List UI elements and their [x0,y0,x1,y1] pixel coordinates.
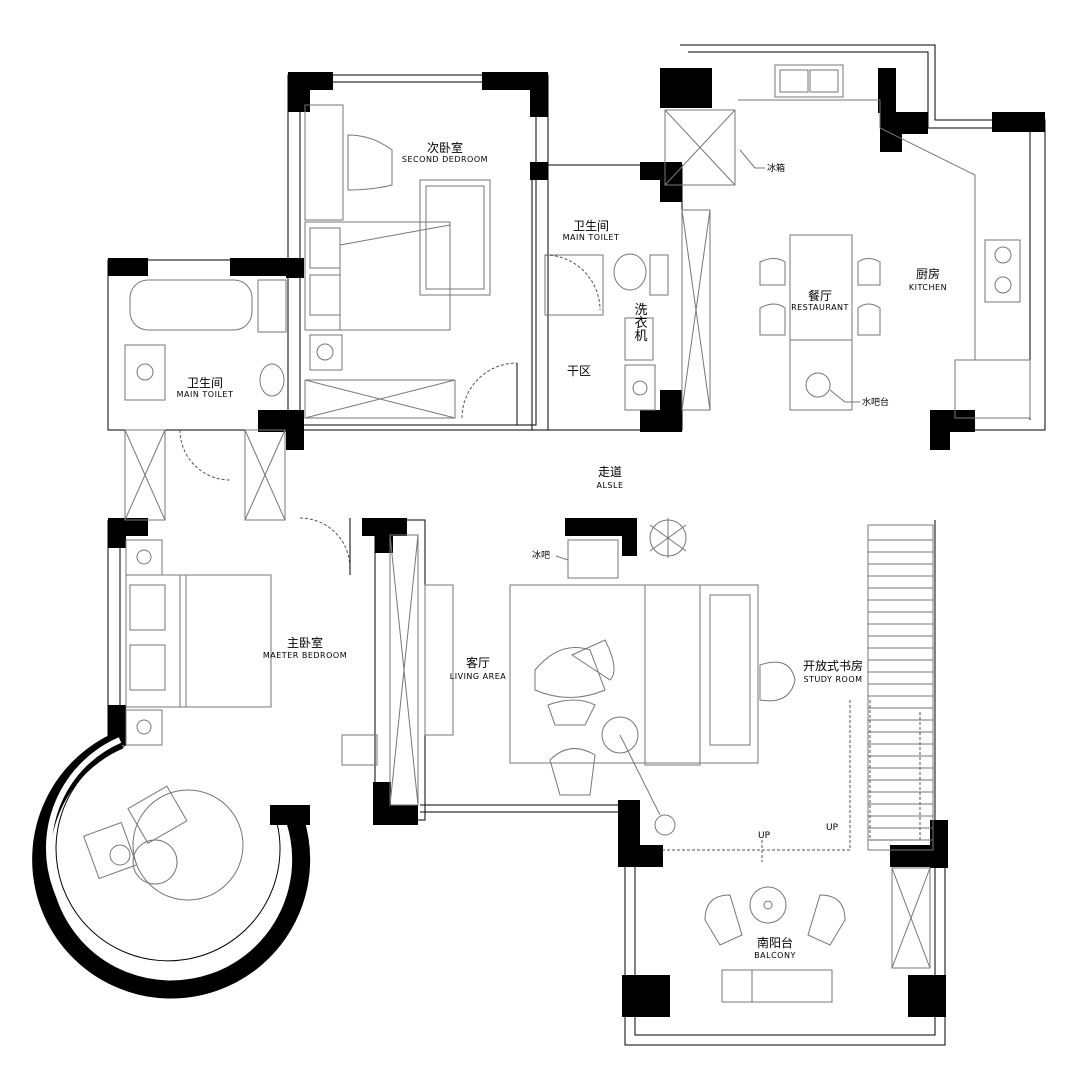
water-bar-annotation: 水吧台 [862,396,889,408]
master-bedroom-label-cn: 主卧室 [287,635,323,650]
stairs [660,524,934,862]
balcony-label-cn: 南阳台 [757,935,793,950]
aisle-label-en: ALSLE [596,481,623,490]
aisle-label-cn: 走道 [598,465,622,479]
upper-toilet-label-en: MAIN TOILET [563,233,620,242]
wall-outlines [107,44,1046,1046]
kitchen-label-en: KITCHEN [909,283,947,292]
left-toilet-fixtures [124,279,287,521]
master-bedroom-furniture [125,517,378,766]
left-toilet-label-cn: 卫生间 [187,376,223,390]
second-bedroom-furniture [304,104,518,425]
up-balcony-label: UP [758,831,771,841]
kitchen-furniture [664,64,1031,419]
ice-bar-annotation: 冰吧 [532,549,550,561]
up-stairs-label: UP [826,823,839,833]
left-toilet-label-en: MAIN TOILET [177,390,234,399]
annotations: 冰箱 水吧台 冰吧 洗衣机 UP UP [532,149,889,841]
study-room-label-cn: 开放式书房 [803,658,863,673]
living-area-label-cn: 客厅 [466,655,490,670]
study-room-label-en: STUDY ROOM [803,675,862,684]
structural-walls [108,68,1045,1017]
restaurant-label-en: RESTAURANT [791,303,849,312]
upper-toilet-fixtures [544,209,711,411]
balcony-furniture [704,867,931,1003]
second-bedroom-label-cn: 次卧室 [427,140,463,155]
living-furniture [389,518,796,836]
dry-area-label: 干区 [567,364,591,378]
plant-icon [649,518,687,558]
upper-toilet-label-cn: 卫生间 [573,219,609,233]
living-area-label-en: LIVING AREA [450,672,506,681]
master-bedroom-label-en: MAETER BEDROOM [263,651,347,660]
fridge-annotation: 冰箱 [767,162,785,174]
washer-annotation: 洗衣机 [632,303,648,343]
restaurant-label-cn: 餐厅 [808,288,832,303]
room-labels: 次卧室 SECOND DEDROOM 卫生间 MAIN TOILET 卫生间 M… [177,140,947,960]
kitchen-label-cn: 厨房 [916,266,940,281]
second-bedroom-label-en: SECOND DEDROOM [402,155,488,164]
balcony-label-en: BALCONY [754,951,796,960]
round-bay [32,731,311,999]
